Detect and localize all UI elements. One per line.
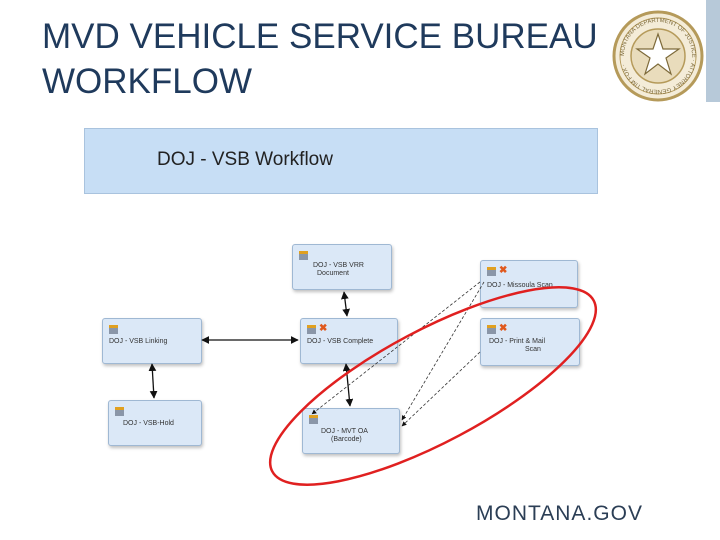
node-print-mail-scan: ✖ DOJ - Print & Mail Scan — [480, 318, 580, 366]
node-vsb-hold: DOJ - VSB-Hold — [108, 400, 202, 446]
doj-seal-logo: MONTANA DEPARTMENT OF JUSTICE · ATTORNEY… — [612, 10, 704, 102]
workflow-gear-icon — [109, 324, 118, 334]
node-mvt-oa-barcode: DOJ - MVT OA (Barcode) — [302, 408, 400, 454]
slide-title-line1: MVD VEHICLE SERVICE BUREAU — [42, 17, 598, 56]
slide-title: MVD VEHICLE SERVICE BUREAU WORKFLOW — [42, 14, 598, 104]
node-vsb-complete: ✖ DOJ - VSB Complete — [300, 318, 398, 364]
workflow-gear-icon — [299, 250, 308, 260]
diagram-title: DOJ - VSB Workflow — [157, 149, 333, 170]
node-missoula-scan: ✖ DOJ - Missoula Scan — [480, 260, 578, 308]
footer-site-name: MONTANA.GOV — [476, 502, 643, 525]
workflow-gear-icon — [307, 324, 316, 334]
slide-title-line2: WORKFLOW — [42, 62, 252, 101]
side-accent-bar — [706, 0, 720, 102]
workflow-diagram: DOJ - VSB Workflow DOJ - VSB VRR Documen… — [84, 128, 598, 458]
star-icon — [635, 32, 681, 76]
tools-icon: ✖ — [499, 323, 508, 334]
workflow-gear-icon — [487, 324, 496, 334]
workflow-gear-icon — [309, 414, 318, 424]
node-vsb-vrr-document: DOJ - VSB VRR Document — [292, 244, 392, 290]
tools-icon: ✖ — [499, 265, 508, 276]
tools-icon: ✖ — [319, 323, 328, 334]
workflow-gear-icon — [487, 266, 496, 276]
node-vsb-linking: DOJ - VSB Linking — [102, 318, 202, 364]
diagram-header: DOJ - VSB Workflow — [84, 128, 598, 194]
workflow-gear-icon — [115, 406, 124, 416]
